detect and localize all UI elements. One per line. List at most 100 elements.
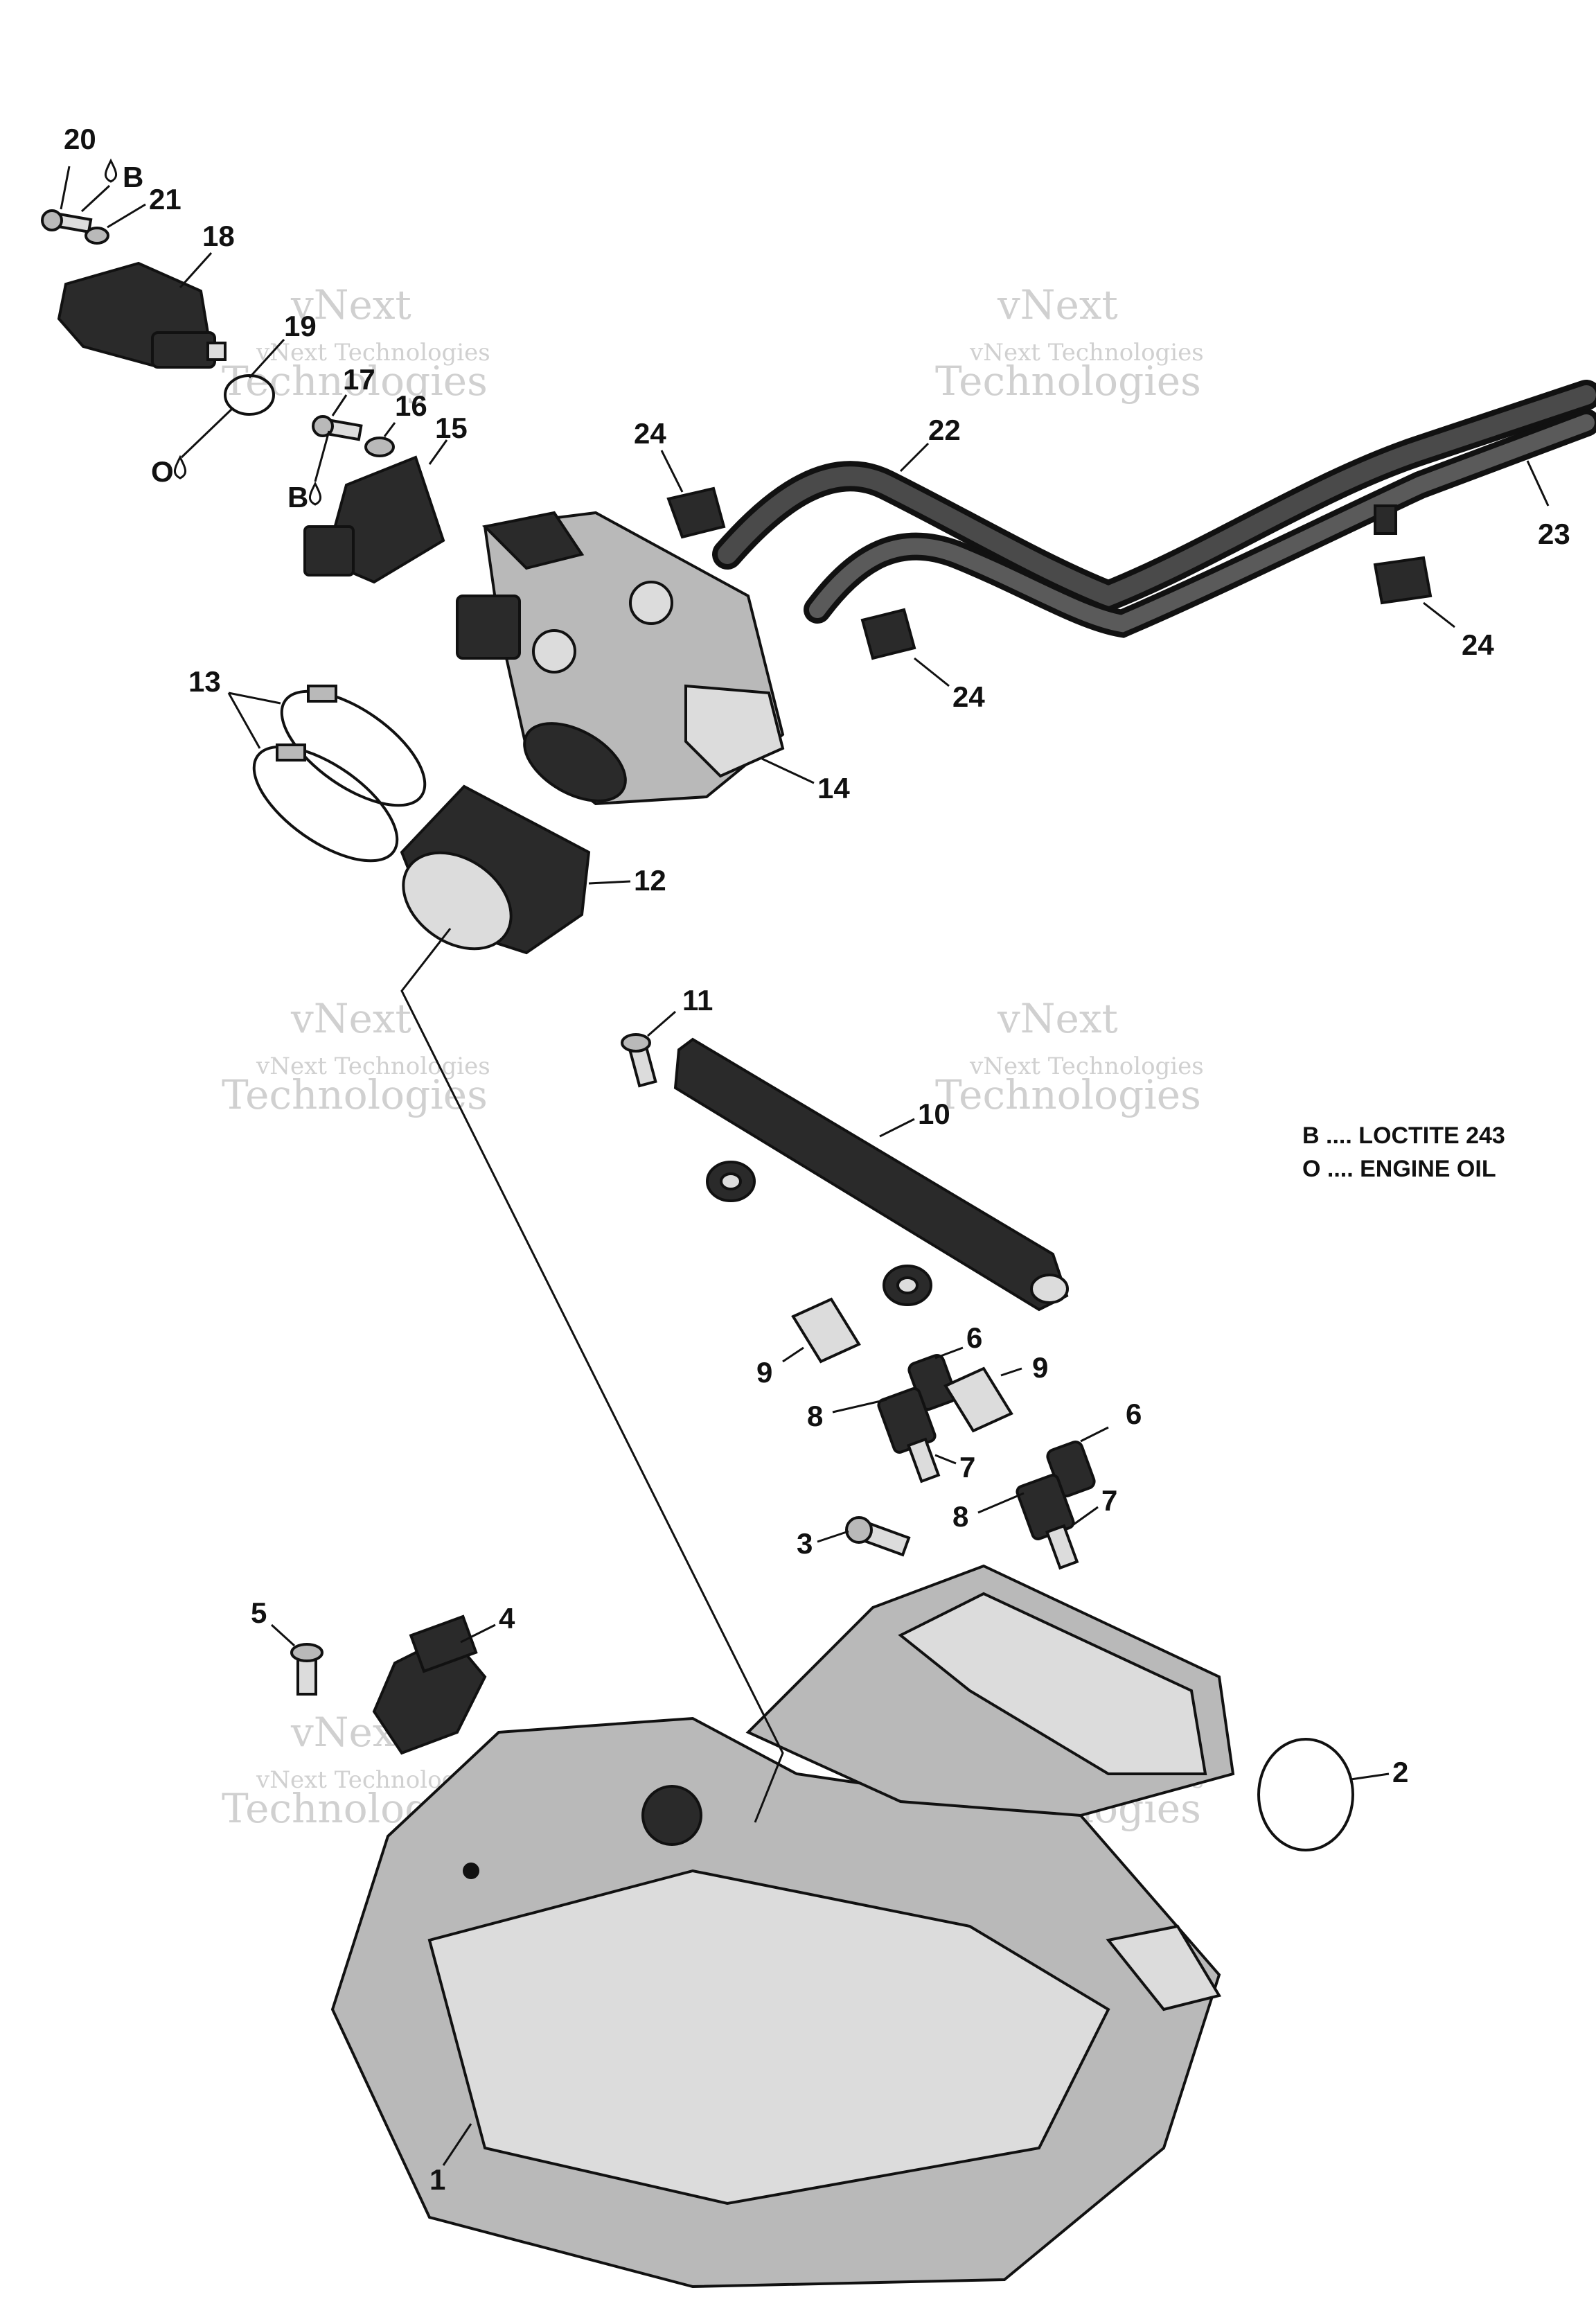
svg-text:24: 24: [634, 417, 666, 450]
throttle-body-part: [456, 511, 785, 806]
svg-text:24: 24: [952, 680, 985, 713]
watermark-mid-right: vNext vNext Technologies Technologies: [935, 995, 1204, 1118]
svg-text:16: 16: [395, 389, 427, 422]
clip-right-part: [943, 1366, 1013, 1433]
svg-text:13: 13: [188, 665, 221, 698]
fuel-injector-left-part: [877, 1354, 957, 1484]
svg-text:Technologies: Technologies: [935, 358, 1201, 405]
svg-text:2: 2: [1392, 1756, 1408, 1788]
svg-text:11: 11: [682, 984, 713, 1016]
svg-text:5: 5: [251, 1596, 267, 1629]
screw-20-part: [41, 209, 93, 234]
svg-text:vNext: vNext: [997, 995, 1118, 1042]
svg-text:Technologies: Technologies: [222, 1071, 488, 1118]
fuel-rail-part: [673, 1037, 1069, 1312]
svg-text:24: 24: [1462, 628, 1494, 661]
svg-text:20: 20: [64, 123, 96, 155]
legend-engine-oil: O .... ENGINE OIL: [1302, 1156, 1496, 1182]
callout-2: 2: [1350, 1756, 1408, 1788]
watermark-top-right: vNext vNext Technologies Technologies: [935, 281, 1204, 405]
svg-text:21: 21: [149, 183, 181, 215]
callout-24-right: 24: [1423, 601, 1494, 661]
idle-air-valve-part: [57, 261, 227, 369]
clamp-upper-part: [280, 685, 427, 807]
washer-16-part: [364, 437, 395, 457]
callout-8-right: 8: [952, 1492, 1025, 1533]
svg-text:O: O: [151, 455, 174, 488]
legend: B .... LOCTITE 243 O .... ENGINE OIL: [1302, 1119, 1505, 1186]
callout-18: 18: [179, 220, 235, 289]
svg-text:17: 17: [343, 363, 375, 396]
callout-3: 3: [797, 1527, 849, 1560]
callout-14: 14: [761, 757, 850, 804]
svg-text:10: 10: [918, 1098, 950, 1130]
callout-24-middle: 24: [914, 657, 985, 713]
clip-left-part: [791, 1297, 861, 1364]
throttle-sensor-part: [303, 455, 445, 584]
loctite-mark-top: B: [80, 158, 143, 213]
svg-text:B: B: [123, 161, 143, 193]
watermark-mid-left: vNext vNext Technologies Technologies: [222, 995, 490, 1118]
washer-21-part: [85, 227, 109, 245]
svg-text:9: 9: [1032, 1351, 1048, 1384]
svg-text:B: B: [287, 481, 308, 513]
hose-23-part: [804, 409, 1596, 638]
hose-clip-right-part: [1373, 504, 1433, 605]
callout-5: 5: [251, 1596, 296, 1647]
callout-7-left: 7: [934, 1451, 975, 1484]
hose-clip-middle-part: [860, 608, 916, 660]
callout-9-left: 9: [756, 1346, 804, 1389]
svg-text:3: 3: [797, 1527, 813, 1560]
callout-20: 20: [60, 123, 96, 210]
callout-7-right: 7: [1073, 1484, 1117, 1526]
svg-text:23: 23: [1538, 518, 1570, 550]
svg-text:Technologies: Technologies: [935, 1071, 1201, 1118]
loctite-mark-mid: B: [287, 430, 330, 513]
callout-23: 23: [1526, 460, 1570, 550]
callout-17: 17: [331, 363, 375, 416]
callout-11: 11: [647, 984, 713, 1037]
svg-text:vNext: vNext: [290, 281, 411, 328]
oil-mark-mid: O: [151, 407, 233, 488]
callout-8-left: 8: [807, 1398, 887, 1432]
legend-loctite: B .... LOCTITE 243: [1302, 1123, 1505, 1149]
hose-22-part: [712, 380, 1596, 613]
svg-text:6: 6: [1126, 1398, 1142, 1430]
svg-text:19: 19: [284, 310, 317, 342]
svg-text:1: 1: [429, 2163, 445, 2196]
screw-3-part: [845, 1516, 911, 1557]
svg-text:15: 15: [435, 412, 468, 444]
fuel-injector-right-part: [1016, 1441, 1096, 1570]
callout-22: 22: [899, 414, 961, 473]
svg-text:vNext Technologies: vNext Technologies: [256, 339, 490, 367]
callout-6-left: 6: [934, 1321, 982, 1359]
svg-text:22: 22: [928, 414, 961, 446]
callout-6-right: 6: [1080, 1398, 1142, 1443]
svg-text:vNext Technologies: vNext Technologies: [969, 1053, 1204, 1080]
callout-19: 19: [248, 310, 317, 379]
callout-9-right: 9: [1000, 1351, 1048, 1384]
intake-manifold-part: [330, 1564, 1235, 2289]
callout-15: 15: [428, 412, 468, 465]
svg-text:4: 4: [499, 1602, 515, 1635]
svg-text:6: 6: [966, 1321, 982, 1354]
clamp-lower-part: [252, 743, 399, 863]
svg-text:9: 9: [756, 1356, 772, 1389]
hose-clip-top-part: [666, 486, 726, 539]
sensor-part: [372, 1614, 487, 1755]
svg-text:14: 14: [817, 772, 850, 804]
svg-text:vNext: vNext: [997, 281, 1118, 328]
callout-10: 10: [879, 1098, 950, 1138]
screw-17-part: [312, 415, 363, 441]
svg-text:12: 12: [634, 864, 666, 897]
screw-5-part: [290, 1643, 323, 1696]
svg-text:7: 7: [959, 1451, 975, 1484]
bolt-11-part: [621, 1033, 657, 1088]
callout-4: 4: [460, 1602, 515, 1644]
svg-text:vNext Technologies: vNext Technologies: [256, 1053, 490, 1080]
o-ring-19-part: [224, 374, 275, 416]
callout-1: 1: [429, 2123, 472, 2196]
svg-text:18: 18: [202, 220, 235, 252]
assembly-guide-line: [400, 928, 784, 1823]
